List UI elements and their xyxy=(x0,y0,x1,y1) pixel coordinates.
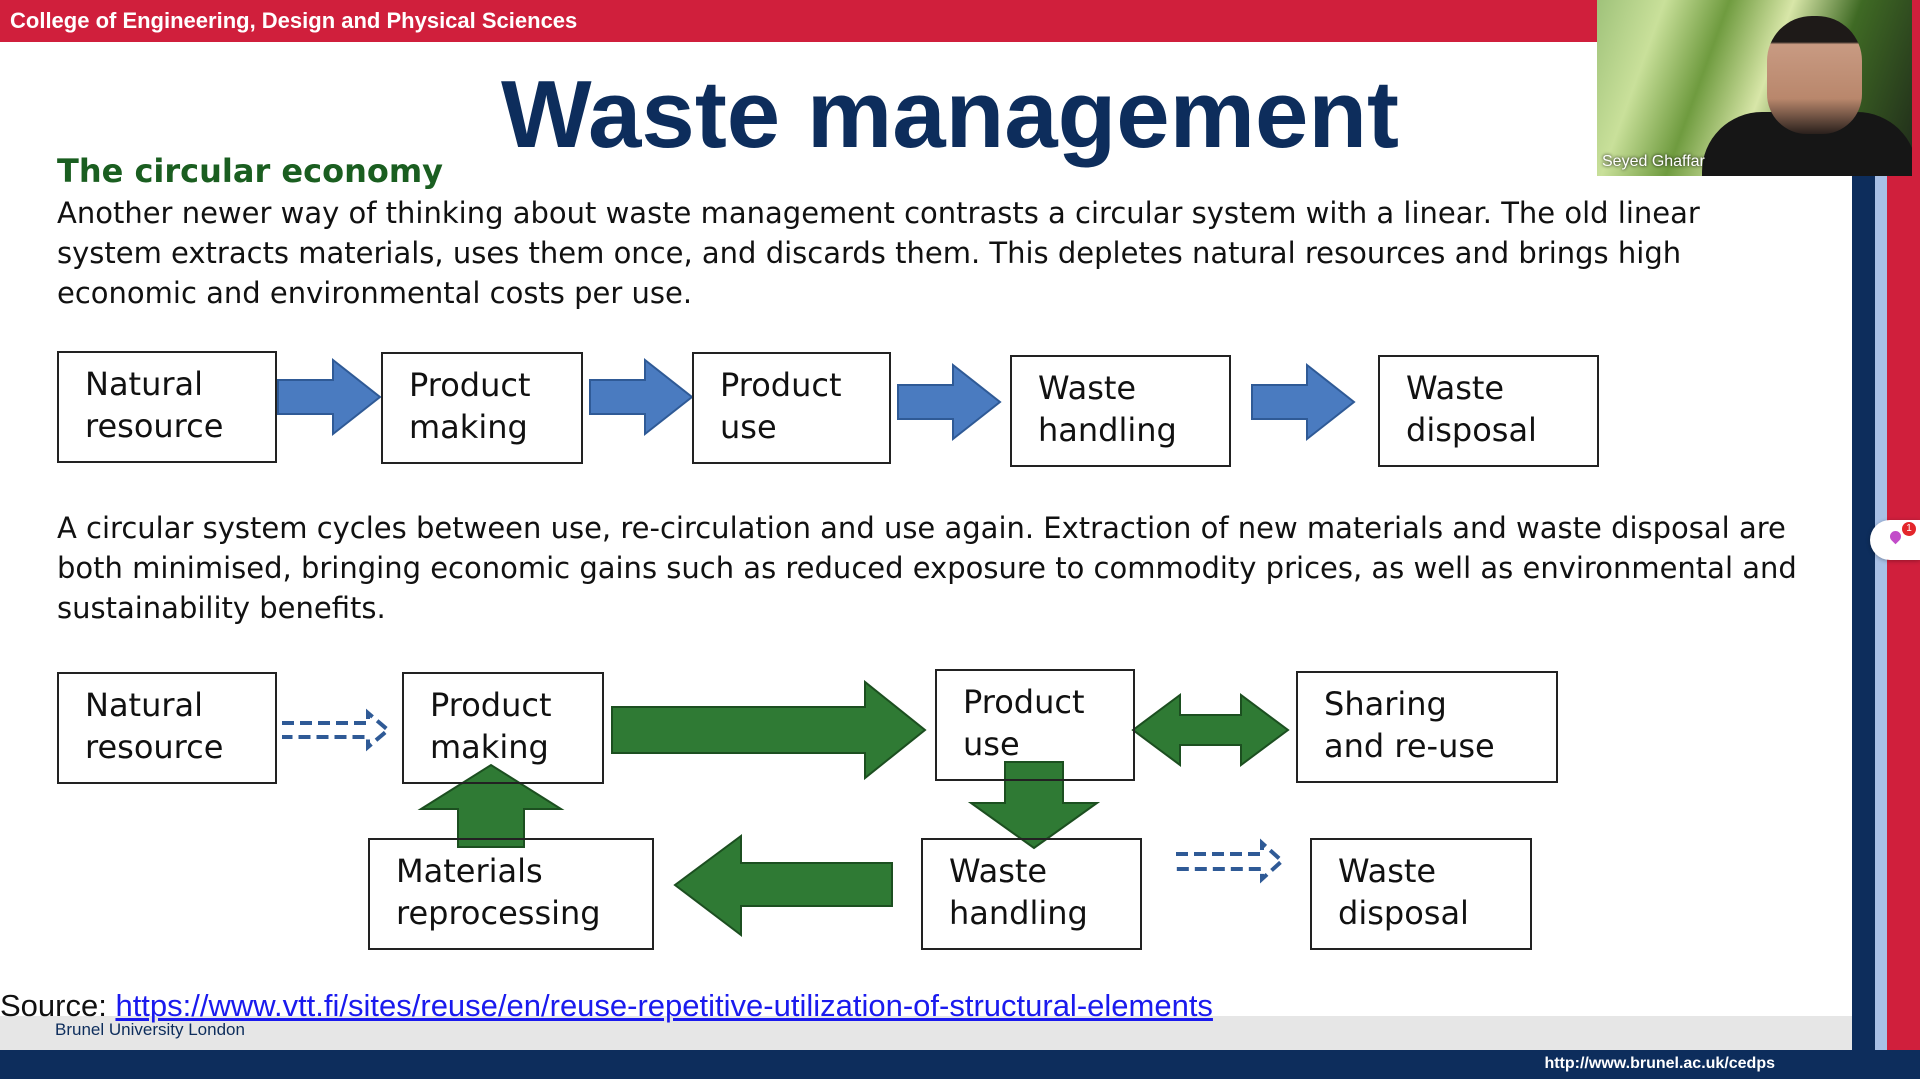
box-line: Product xyxy=(430,686,552,724)
box-line: resource xyxy=(85,407,224,445)
box-line: making xyxy=(430,728,549,766)
box-line: reprocessing xyxy=(396,894,601,932)
footer-bar xyxy=(0,1050,1920,1079)
participant-name: Seyed Ghaffar xyxy=(1602,153,1705,170)
linear-box-waste-handling: Waste handling xyxy=(1010,355,1231,467)
circular-box-product-making: Product making xyxy=(402,672,604,784)
box-line: disposal xyxy=(1406,411,1537,449)
header-bar: College of Engineering, Design and Physi… xyxy=(0,0,1600,42)
linear-arrow-2 xyxy=(589,357,694,437)
box-line: Materials xyxy=(396,852,543,890)
dashed-arrow-to-disposal xyxy=(1176,838,1285,884)
box-line: Natural xyxy=(85,686,204,724)
source-citation: Source: https://www.vtt.fi/sites/reuse/e… xyxy=(0,988,1213,1024)
side-widget-button[interactable]: 1 xyxy=(1870,520,1920,560)
box-line: Waste xyxy=(1406,369,1505,407)
linear-arrow-3 xyxy=(897,362,1002,442)
circular-box-waste-handling: Waste handling xyxy=(921,838,1142,950)
box-line: handling xyxy=(1038,411,1177,449)
footer-strip xyxy=(0,1016,1852,1050)
box-line: use xyxy=(720,408,777,446)
box-line: Waste xyxy=(949,852,1048,890)
box-line: Natural xyxy=(85,365,204,403)
location-pin-icon xyxy=(1887,528,1904,545)
box-line: disposal xyxy=(1338,894,1469,932)
notification-badge: 1 xyxy=(1902,522,1916,536)
box-line: Waste xyxy=(1338,852,1437,890)
box-line: handling xyxy=(949,894,1088,932)
slide-subtitle: The circular economy xyxy=(57,152,444,190)
box-line: and re-use xyxy=(1324,727,1495,765)
intro-paragraph: Another newer way of thinking about wast… xyxy=(57,196,1700,310)
footer-url: http://www.brunel.ac.uk/cedps xyxy=(1544,1055,1775,1072)
handling-to-reprocessing-arrow xyxy=(673,834,893,938)
box-line: Waste xyxy=(1038,369,1137,407)
circular-box-natural-resource: Natural resource xyxy=(57,672,277,784)
circular-box-product-use: Product use xyxy=(935,669,1135,781)
making-to-use-arrow xyxy=(611,679,927,781)
participant-video[interactable]: Seyed Ghaffar xyxy=(1597,0,1912,176)
box-line: Product xyxy=(409,366,531,404)
linear-box-natural-resource: Natural resource xyxy=(57,351,277,463)
stripe-navy xyxy=(1852,0,1875,1050)
linear-box-product-use: Product use xyxy=(692,352,891,464)
circular-box-materials-reprocessing: Materials reprocessing xyxy=(368,838,654,950)
slide-title: Waste management xyxy=(500,61,1400,168)
circular-box-sharing-reuse: Sharing and re-use xyxy=(1296,671,1558,783)
linear-box-product-making: Product making xyxy=(381,352,583,464)
source-label: Source: xyxy=(0,988,116,1023)
box-line: Sharing xyxy=(1324,685,1447,723)
box-line: resource xyxy=(85,728,224,766)
participant-face xyxy=(1767,16,1862,134)
college-name: College of Engineering, Design and Physi… xyxy=(10,8,578,33)
source-link[interactable]: https://www.vtt.fi/sites/reuse/en/reuse-… xyxy=(115,988,1213,1023)
linear-arrow-1 xyxy=(277,357,382,437)
linear-box-waste-disposal: Waste disposal xyxy=(1378,355,1599,467)
circular-box-waste-disposal: Waste disposal xyxy=(1310,838,1532,950)
box-line: making xyxy=(409,408,528,446)
circular-paragraph: A circular system cycles between use, re… xyxy=(57,511,1797,625)
linear-arrow-4 xyxy=(1251,362,1356,442)
box-line: Product xyxy=(720,366,842,404)
university-name: Brunel University London xyxy=(55,1020,245,1039)
box-line: Product xyxy=(963,683,1085,721)
box-line: use xyxy=(963,725,1020,763)
use-sharing-double-arrow xyxy=(1131,693,1290,767)
dashed-arrow-to-making xyxy=(282,708,392,752)
